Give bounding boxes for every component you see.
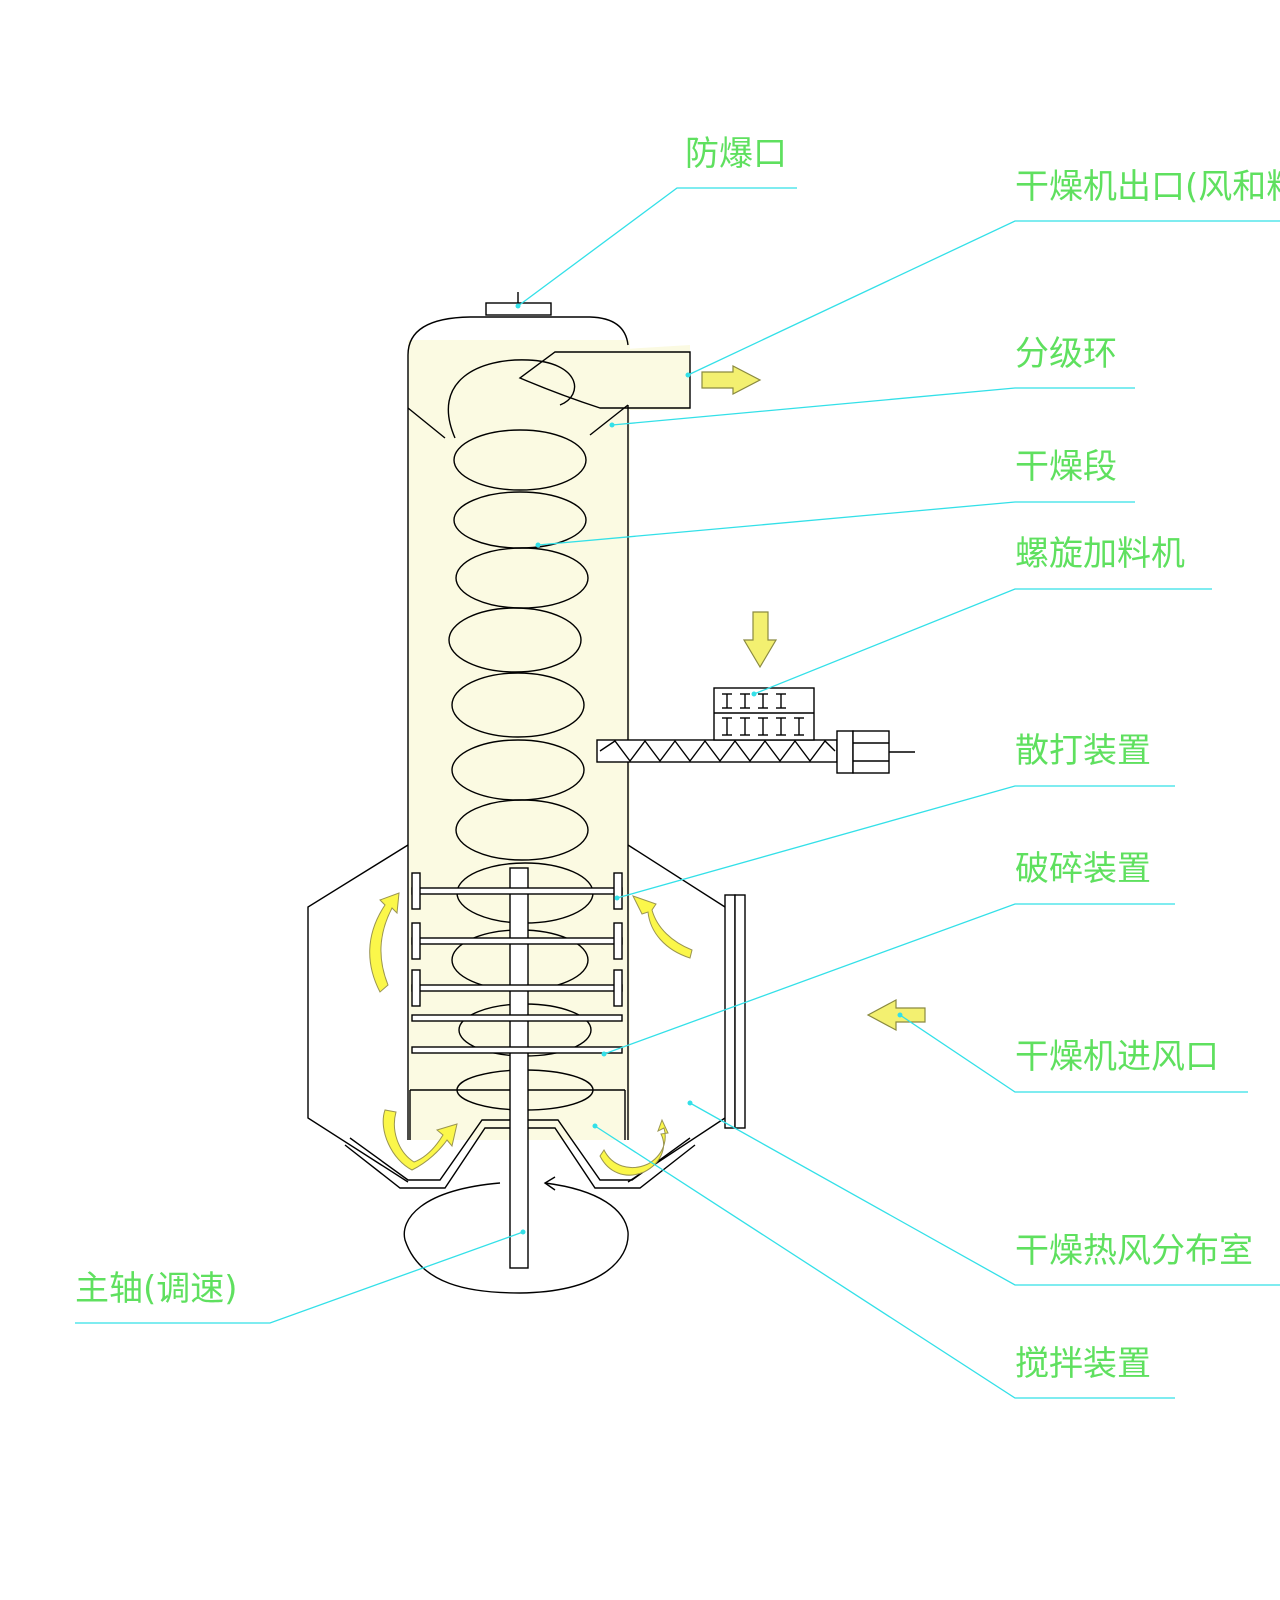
label-screw-feeder: 螺旋加料机 bbox=[1015, 534, 1185, 574]
agitator-rotation bbox=[403, 1176, 629, 1294]
vessel-body bbox=[407, 316, 629, 845]
feed-arrow bbox=[742, 611, 778, 669]
hot-air-flow-arrows bbox=[369, 892, 693, 1176]
screw-feeder bbox=[596, 687, 915, 774]
label-main-shaft: 主轴(调速) bbox=[75, 1269, 238, 1309]
label-agitator: 搅拌装置 bbox=[1015, 1344, 1151, 1384]
label-crusher: 破碎装置 bbox=[1015, 849, 1151, 889]
air-inlet-arrow bbox=[866, 998, 926, 1032]
leader-lines bbox=[75, 187, 1280, 1399]
explosion-vent bbox=[485, 292, 552, 316]
label-hot-air-chamber: 干燥热风分布室 bbox=[1015, 1231, 1253, 1271]
label-drying-section: 干燥段 bbox=[1015, 447, 1117, 487]
callout-labels: 防爆口 干燥机出口(风和料) 分级环 干燥段 螺旋加料机 散打装置 破碎装置 干… bbox=[75, 134, 1280, 1384]
label-air-inlet: 干燥机进风口 bbox=[1015, 1037, 1219, 1077]
label-explosion-vent: 防爆口 bbox=[685, 134, 787, 174]
outlet-arrow bbox=[701, 365, 762, 395]
disperser bbox=[411, 872, 623, 1007]
label-classifier-ring: 分级环 bbox=[1015, 334, 1117, 374]
label-disperser: 散打装置 bbox=[1015, 731, 1151, 771]
crusher bbox=[411, 1014, 623, 1054]
dryer-outlet-duct bbox=[518, 351, 691, 409]
main-shaft bbox=[509, 867, 529, 1269]
label-dryer-outlet: 干燥机出口(风和料) bbox=[1015, 167, 1280, 207]
